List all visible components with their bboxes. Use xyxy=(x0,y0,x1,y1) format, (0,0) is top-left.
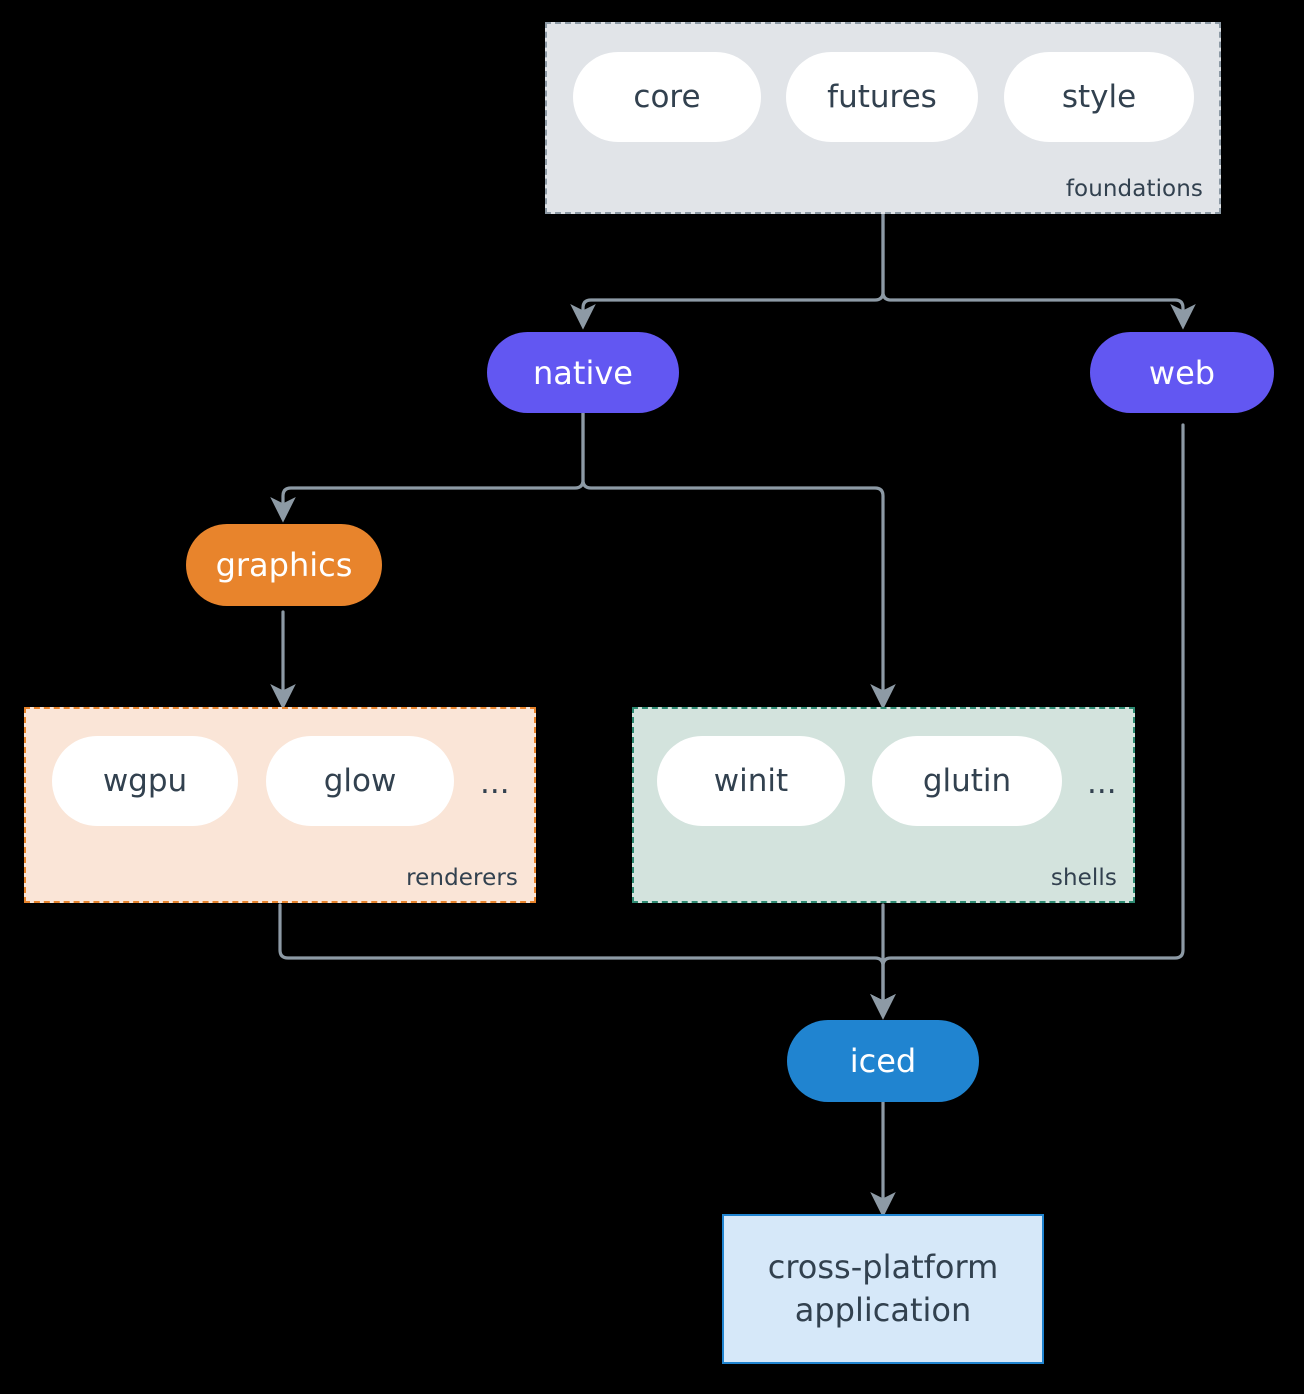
node-graphics-label: graphics xyxy=(215,546,353,584)
pill-winit[interactable]: winit xyxy=(657,736,845,826)
pill-style-label: style xyxy=(1061,79,1137,115)
pill-style[interactable]: style xyxy=(1004,52,1194,142)
node-native-label: native xyxy=(533,353,633,392)
node-iced[interactable]: iced xyxy=(787,1020,979,1102)
pill-glutin-label: glutin xyxy=(922,763,1012,799)
node-iced-label: iced xyxy=(849,1042,917,1080)
node-native[interactable]: native xyxy=(487,332,679,413)
cluster-label-foundations: foundations xyxy=(1065,176,1203,202)
edge-renderers-iced xyxy=(278,903,896,1020)
pill-glow-label: glow xyxy=(323,763,397,799)
renderers-ellipsis: ... xyxy=(480,765,510,801)
pill-wgpu-label: wgpu xyxy=(102,763,188,799)
node-application-line1: cross-platform xyxy=(767,1247,999,1286)
pill-wgpu[interactable]: wgpu xyxy=(52,736,238,826)
edge-native-graphics xyxy=(270,410,585,523)
node-web-label: web xyxy=(1148,353,1216,392)
node-graphics[interactable]: graphics xyxy=(186,524,382,606)
shells-ellipsis: ... xyxy=(1087,765,1117,801)
pill-futures[interactable]: futures xyxy=(786,52,978,142)
edge-native-shells xyxy=(581,410,896,710)
node-application-line2: application xyxy=(794,1291,972,1329)
pill-glutin[interactable]: glutin xyxy=(872,736,1062,826)
pill-glow[interactable]: glow xyxy=(266,736,454,826)
edge-foundations-web xyxy=(881,212,1196,330)
pill-core[interactable]: core xyxy=(573,52,761,142)
node-web[interactable]: web xyxy=(1090,332,1274,413)
pill-winit-label: winit xyxy=(713,763,789,799)
pill-core-label: core xyxy=(633,79,701,115)
cluster-label-renderers: renderers xyxy=(406,865,518,891)
edge-foundations-native xyxy=(570,212,885,330)
pill-futures-label: futures xyxy=(827,79,937,115)
node-application[interactable]: cross-platform application xyxy=(722,1214,1044,1364)
cluster-label-shells: shells xyxy=(1050,865,1117,891)
